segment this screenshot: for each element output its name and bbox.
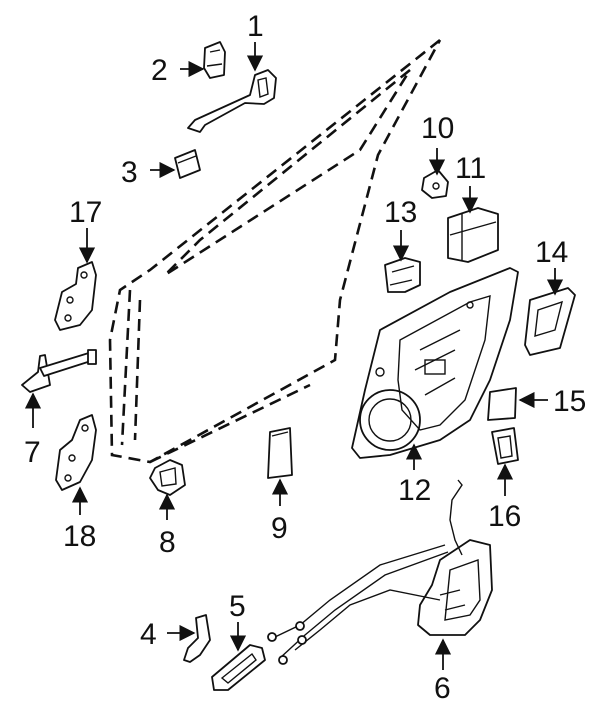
callout-16: 16: [488, 500, 521, 533]
callout-17: 17: [69, 196, 102, 229]
callout-labels: 1 2 3 4 5 6 7 8 9 10 11 12 13 14 15 16 1…: [24, 10, 586, 705]
part-3-block: [174, 149, 201, 179]
callout-pointers: [24, 42, 564, 670]
callout-13: 13: [384, 196, 417, 229]
part-13-bracket: [384, 257, 421, 293]
part-9-pad: [267, 427, 293, 479]
callout-5: 5: [229, 590, 246, 623]
part-15-pad: [487, 387, 517, 421]
part-1-outside-handle: [187, 69, 277, 133]
part-8-bracket: [149, 459, 186, 496]
part-6-latch-assembly: [267, 479, 493, 665]
part-10-clip: [421, 169, 449, 199]
callout-6: 6: [434, 672, 451, 705]
callout-2: 2: [151, 54, 168, 87]
callout-1: 1: [247, 10, 264, 43]
part-5-inside-handle: [211, 644, 266, 691]
callout-12: 12: [398, 474, 431, 507]
callout-9: 9: [271, 512, 288, 545]
part-17-upper-hinge: [54, 261, 97, 331]
callout-15: 15: [553, 385, 586, 418]
part-12-door-module: [351, 267, 519, 459]
part-4-bracket: [183, 614, 211, 663]
callout-11: 11: [455, 152, 486, 185]
callout-8: 8: [159, 526, 176, 559]
door-frame-outline: [108, 38, 442, 464]
callout-10: 10: [421, 112, 454, 145]
callout-14: 14: [535, 236, 568, 269]
callout-3: 3: [121, 156, 138, 189]
part-2-clip: [203, 41, 226, 79]
part-7-door-check: [21, 349, 97, 393]
callout-18: 18: [63, 520, 96, 553]
part-16-grommet: [491, 427, 519, 465]
part-14-switch-bezel: [524, 287, 576, 356]
callout-4: 4: [140, 618, 157, 651]
part-18-lower-hinge: [55, 414, 97, 491]
part-11-module: [447, 207, 499, 263]
callout-7: 7: [24, 436, 41, 469]
